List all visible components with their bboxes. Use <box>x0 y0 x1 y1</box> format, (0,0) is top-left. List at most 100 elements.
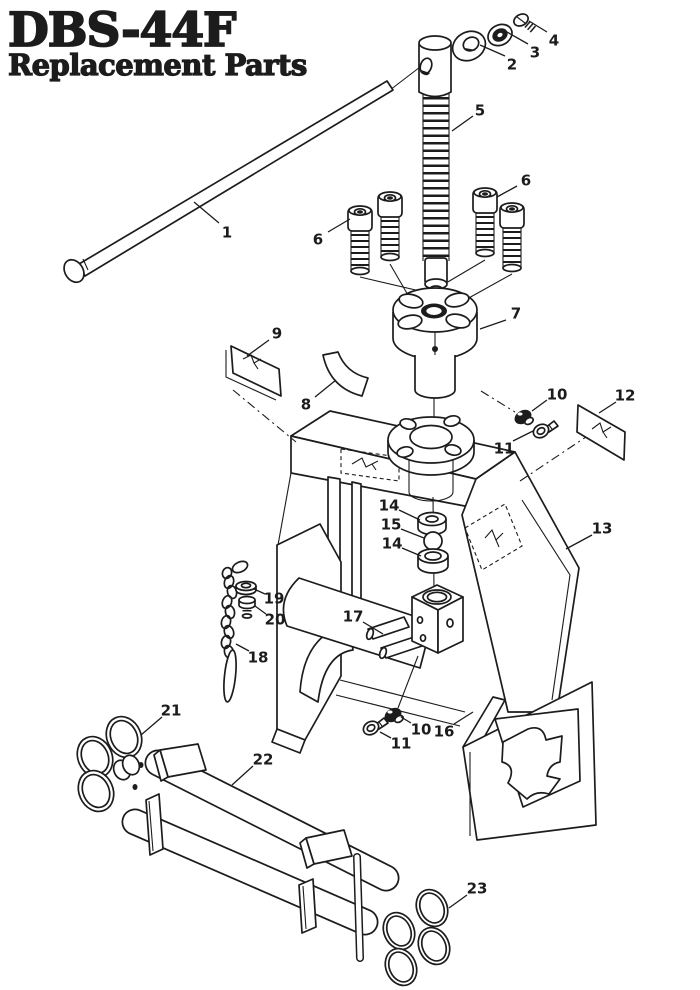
part-number: 10 <box>547 386 568 404</box>
part-number: 19 <box>264 590 285 608</box>
part-callout-17: 17 <box>343 608 384 635</box>
part-callout-7: 7 <box>479 305 521 330</box>
thrust-stack <box>417 511 449 574</box>
part-callout-6: 6 <box>313 218 351 249</box>
part-callout-11: 11 <box>379 731 412 753</box>
set-screw-upper <box>511 406 559 442</box>
leader-line <box>231 765 254 786</box>
name-plate-12 <box>576 404 626 461</box>
leader-line <box>528 20 548 33</box>
part-number: 15 <box>381 516 402 534</box>
part-callout-13: 13 <box>565 520 613 550</box>
thrust-washer <box>487 23 513 47</box>
leader-line <box>496 185 518 198</box>
page-title: DBS-44F <box>7 3 237 58</box>
part-number: 6 <box>313 231 323 249</box>
leader-line <box>140 716 163 736</box>
leader-line <box>565 534 593 550</box>
chain-washer <box>235 580 257 596</box>
part-callout-3: 3 <box>506 31 540 62</box>
handle-bushing <box>451 30 487 62</box>
spindle-flange <box>387 414 475 502</box>
front-leg <box>462 681 597 841</box>
slider-block <box>365 584 464 660</box>
part-callout-6: 6 <box>496 172 531 198</box>
part-number: 18 <box>248 649 269 667</box>
chain-assembly <box>220 560 257 703</box>
support-rollers <box>353 853 451 987</box>
part-number: 11 <box>391 735 412 753</box>
guide-wheels <box>76 715 143 813</box>
part-labels-layer: 1234566789101112131415141617181920212223… <box>140 20 636 909</box>
part-callout-20: 20 <box>254 605 286 629</box>
leader-line <box>235 643 250 652</box>
part-callout-8: 8 <box>301 379 337 414</box>
flange-nut <box>392 287 478 399</box>
leader-line <box>479 44 506 57</box>
part-number: 4 <box>549 32 559 50</box>
part-callout-12: 12 <box>598 387 636 414</box>
name-plate-9 <box>225 345 282 401</box>
part-callout-2: 2 <box>479 44 517 74</box>
leader-line <box>531 399 548 412</box>
part-number: 9 <box>272 325 282 343</box>
part-callout-11: 11 <box>494 430 534 458</box>
leader-line <box>451 115 474 132</box>
part-number: 12 <box>615 387 636 405</box>
part-callout-15: 15 <box>381 516 425 539</box>
part-number: 21 <box>161 702 182 720</box>
part-callout-10: 10 <box>531 386 568 412</box>
leader-line <box>254 605 267 615</box>
part-number: 2 <box>507 56 517 74</box>
leader-line <box>512 430 534 442</box>
leader-line <box>193 201 220 224</box>
part-callout-10: 10 <box>400 716 432 739</box>
part-number: 3 <box>530 44 540 62</box>
part-number: 14 <box>379 497 400 515</box>
part-number: 23 <box>467 880 488 898</box>
leader-line <box>379 731 392 739</box>
part-callout-5: 5 <box>451 102 485 132</box>
leader-line <box>453 711 474 725</box>
set-screw-lower <box>360 704 406 739</box>
part-number: 22 <box>253 751 274 769</box>
leader-line <box>400 716 412 724</box>
part-callout-9: 9 <box>246 325 282 357</box>
leader-line <box>479 319 507 330</box>
part-number: 8 <box>301 396 311 414</box>
part-callout-1: 1 <box>193 201 232 242</box>
part-callout-21: 21 <box>140 702 182 736</box>
part-number: 13 <box>592 520 613 538</box>
part-number: 6 <box>521 172 531 190</box>
part-number: 1 <box>222 224 232 242</box>
part-callout-18: 18 <box>235 643 269 667</box>
roller-carriage <box>76 715 451 987</box>
part-callout-19: 19 <box>253 588 285 608</box>
leader-line <box>246 339 270 357</box>
part-number: 10 <box>411 721 432 739</box>
leader-line <box>398 509 421 521</box>
clamp-shoe <box>322 351 369 397</box>
retainer-screw <box>513 13 537 34</box>
part-callout-14: 14 <box>379 497 421 521</box>
leader-line <box>314 379 337 398</box>
title-block: DBS-44F Replacement Parts <box>7 3 308 83</box>
feed-screw <box>418 35 452 293</box>
part-number: 17 <box>343 608 364 626</box>
chain-screw <box>238 595 256 619</box>
part-number: 16 <box>434 723 455 741</box>
page-subtitle: Replacement Parts <box>7 48 307 83</box>
part-callout-23: 23 <box>448 880 488 909</box>
part-callout-14: 14 <box>382 535 422 557</box>
part-number: 7 <box>511 305 521 323</box>
part-callout-22: 22 <box>231 751 274 786</box>
part-number: 20 <box>265 611 286 629</box>
leader-line <box>401 547 422 557</box>
leader-line <box>598 401 617 414</box>
leader-line <box>253 588 266 595</box>
part-callout-16: 16 <box>434 711 474 741</box>
leader-line <box>362 621 384 635</box>
part-number: 14 <box>382 535 403 553</box>
frame-body <box>271 410 597 841</box>
